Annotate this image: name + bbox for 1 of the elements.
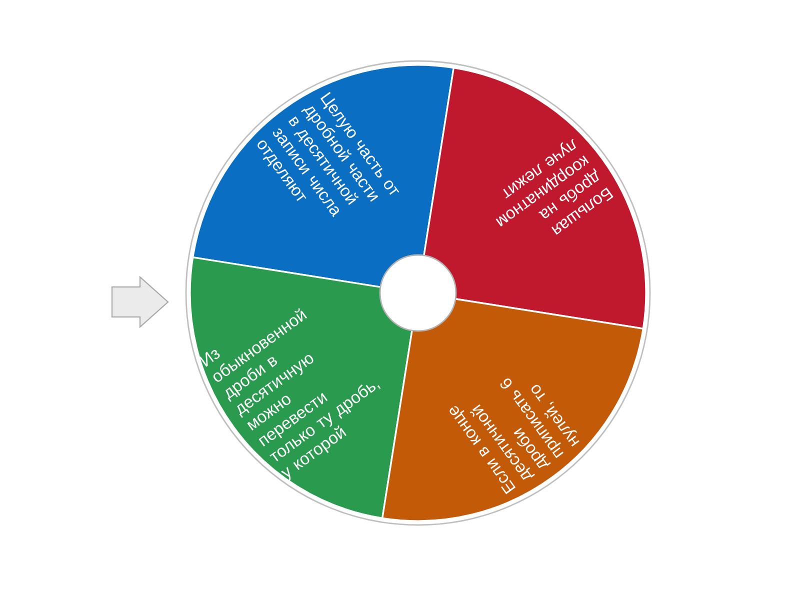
wheel-hub [379,254,457,332]
